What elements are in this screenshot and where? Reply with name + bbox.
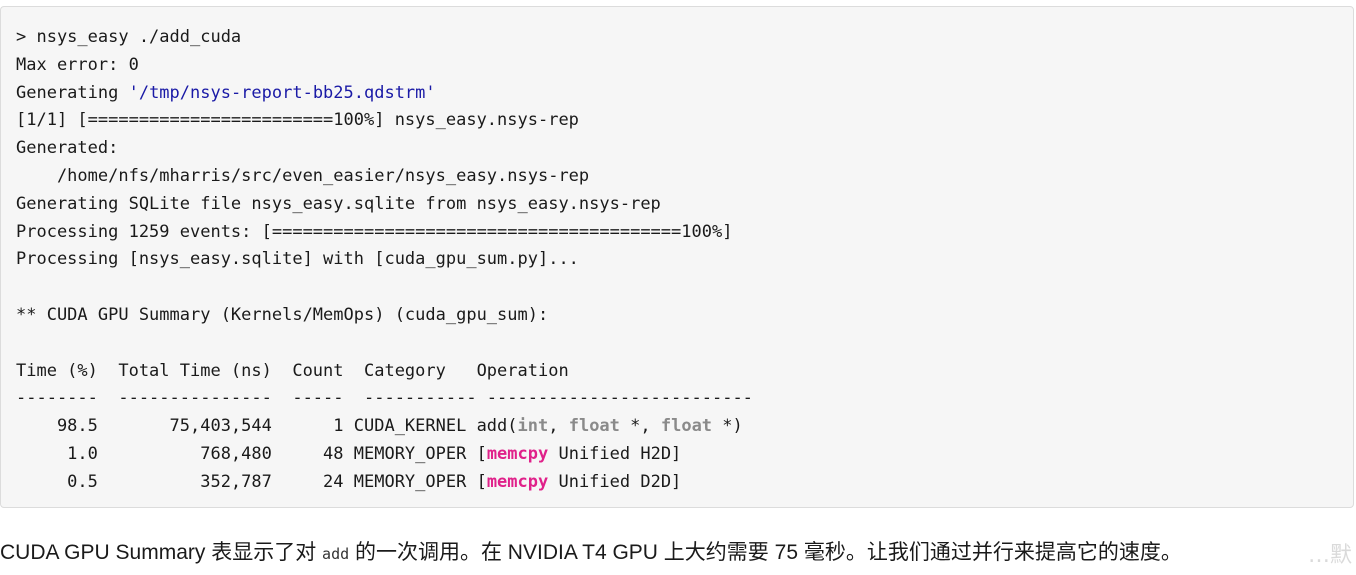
processing-events-line: Processing 1259 events: [===============…: [16, 221, 733, 242]
row-prefix: 1.0 768,480 48 MEMORY_OPER [: [16, 443, 487, 464]
row-suffix: Unified H2D]: [548, 443, 682, 464]
paragraph-text: CUDA GPU Summary 表显示了对: [0, 541, 323, 564]
report-path-string: '/tmp/nsys-report-bb25.qdstrm': [128, 82, 436, 103]
row-separator: *,: [619, 416, 661, 437]
progress-line: [1/1] [========================100%] nsy…: [16, 110, 579, 131]
type-keyword: int: [517, 416, 549, 437]
function-name: memcpy: [486, 443, 549, 464]
sqlite-line: Generating SQLite file nsys_easy.sqlite …: [16, 193, 661, 214]
type-keyword: float: [568, 416, 620, 437]
row-suffix: Unified D2D]: [548, 471, 682, 492]
table-header-line: Time (%) Total Time (ns) Count Category …: [16, 360, 569, 381]
command-line: > nsys_easy ./add_cuda: [16, 27, 242, 47]
inline-code: add: [322, 545, 350, 563]
function-name: memcpy: [486, 471, 549, 492]
generated-label-line: Generated:: [16, 138, 119, 159]
generating-line: Generating '/tmp/nsys-report-bb25.qdstrm…: [16, 80, 753, 108]
table-row: 0.5 352,787 24 MEMORY_OPER [memcpy Unifi…: [16, 469, 753, 497]
blank-line: [16, 330, 753, 358]
body-paragraph: CUDA GPU Summary 表显示了对 add 的一次调用。在 NVIDI…: [0, 537, 1182, 570]
type-keyword: float: [660, 416, 713, 437]
generated-path-line: /home/nfs/mharris/src/even_easier/nsys_e…: [16, 165, 590, 186]
max-error-line: Max error: 0: [16, 54, 139, 75]
table-rule-line: -------- --------------- ----- ---------…: [16, 388, 753, 409]
row-separator: ,: [548, 416, 569, 437]
row-prefix: 0.5 352,787 24 MEMORY_OPER [: [16, 471, 487, 492]
table-row: 1.0 768,480 48 MEMORY_OPER [memcpy Unifi…: [16, 441, 753, 469]
watermark: …默: [1307, 543, 1352, 568]
row-suffix: *): [712, 416, 743, 437]
table-row: 98.5 75,403,544 1 CUDA_KERNEL add(int, f…: [16, 413, 753, 441]
summary-title-line: ** CUDA GPU Summary (Kernels/MemOps) (cu…: [16, 304, 549, 325]
generating-label: Generating: [16, 82, 129, 103]
blank-line: [16, 274, 753, 302]
paragraph-text: 的一次调用。在 NVIDIA T4 GPU 上大约需要 75 毫秒。让我们通过并…: [349, 541, 1182, 564]
row-prefix: 98.5 75,403,544 1 CUDA_KERNEL add(: [16, 416, 518, 437]
processing-script-line: Processing [nsys_easy.sqlite] with [cuda…: [16, 249, 579, 270]
